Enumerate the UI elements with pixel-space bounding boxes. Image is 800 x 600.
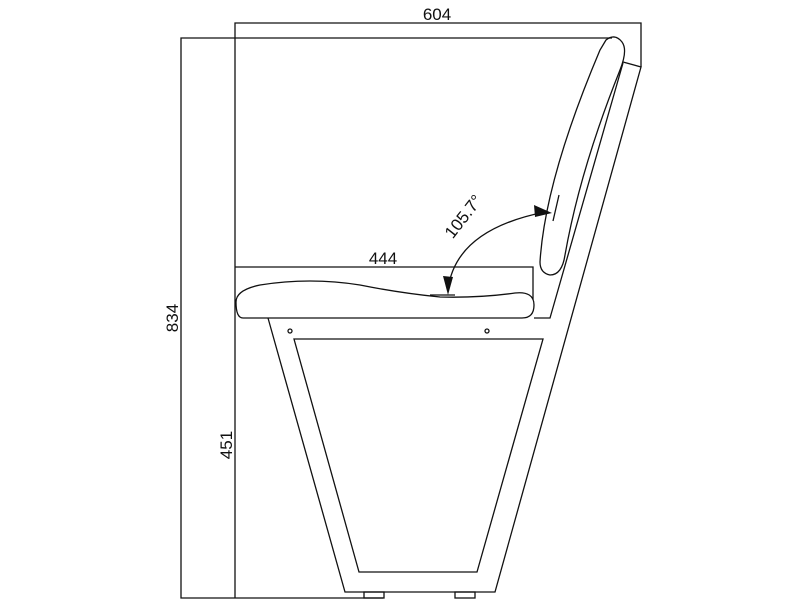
angle-label: 105.7°	[441, 191, 486, 242]
dimension-444: 444	[235, 249, 534, 300]
foot	[454, 591, 476, 599]
seat-cushion	[235, 280, 535, 319]
dimension-834: 834	[163, 37, 612, 599]
angle-dimension: 105.7°	[430, 191, 560, 296]
dimension-604-label: 604	[423, 5, 451, 24]
dimension-834-label: 834	[163, 304, 182, 332]
dimension-444-label: 444	[369, 249, 397, 268]
arrowhead	[534, 205, 552, 217]
bolt-hole	[287, 328, 293, 334]
dimension-451: 451	[217, 431, 236, 459]
bolt-hole	[484, 328, 490, 334]
backrest-cushion	[539, 36, 626, 276]
bench-frame	[267, 61, 642, 599]
foot	[363, 591, 385, 599]
arrowhead	[443, 276, 453, 295]
dimension-604: 604	[234, 5, 642, 598]
dimension-451-label: 451	[217, 431, 236, 459]
